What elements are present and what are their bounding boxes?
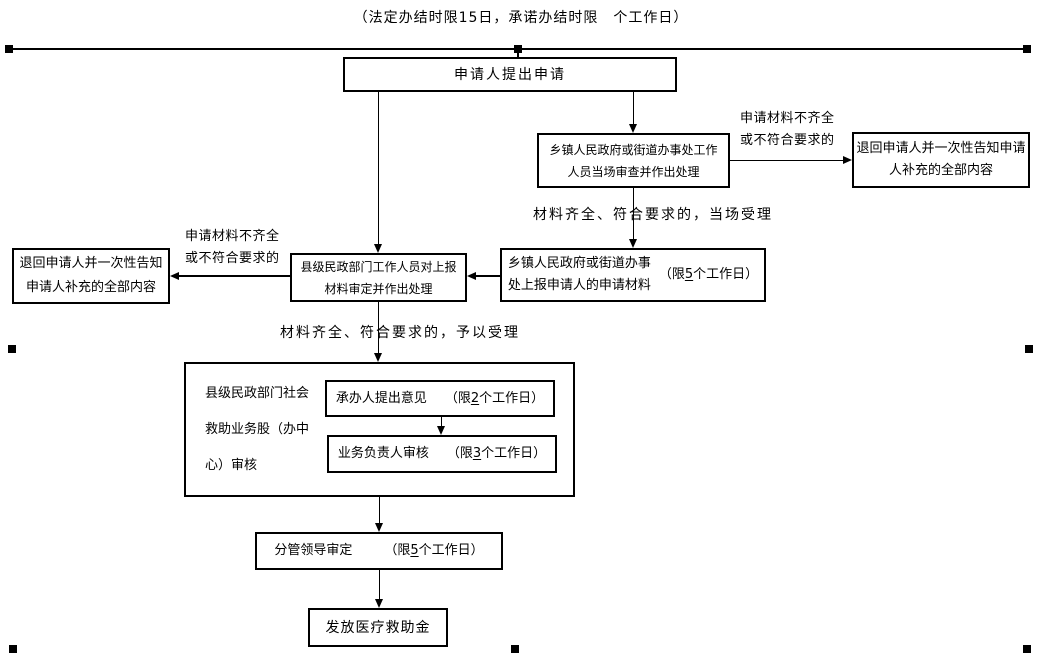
connector-apply-to-county-review (377, 92, 379, 244)
box-undertaker-opinion: 承办人提出意见 （限2个工作日） (325, 380, 555, 417)
box-county-review-text: 县级民政部门工作人员对上报 材料审定并作出处理 (300, 259, 457, 296)
arrowhead-into-audit-section (373, 353, 382, 362)
arrowhead-into-return-right (843, 156, 852, 164)
connector-town-submit-to-county-review (476, 275, 500, 277)
marker-top-right (1023, 45, 1031, 53)
box-town-submit-text: 乡镇人民政府或街道办事 处上报申请人的申请材料 (507, 256, 651, 293)
limit-days-3: 3 (472, 446, 482, 461)
label-complete-onsite: 材料齐全、符合要求的，当场受理 (533, 207, 773, 223)
connector-rule-to-apply (517, 48, 519, 57)
box-town-submit-limit: （限5个工作日） (658, 267, 759, 282)
label-incomplete-right: 申请材料不齐全 或不符合要求的 (740, 111, 835, 148)
box-leader-approval-limit: （限5个工作日） (384, 543, 484, 558)
arrowhead-into-county-review (373, 244, 382, 253)
marker-mid-left (8, 345, 16, 353)
arrowhead-into-town-submit (628, 239, 637, 248)
box-county-audit-section-label: 县级民政部门社会 救助业务股（办中 心）审核 (205, 386, 310, 473)
box-apply: 申请人提出申请 (343, 57, 677, 92)
box-county-review: 县级民政部门工作人员对上报 材料审定并作出处理 (290, 253, 467, 302)
box-grant-payment: 发放医疗救助金 (308, 608, 448, 647)
box-apply-text: 申请人提出申请 (454, 66, 566, 83)
box-manager-audit: 业务负责人审核 （限3个工作日） (327, 435, 557, 473)
box-town-submit: 乡镇人民政府或街道办事 处上报申请人的申请材料 （限5个工作日） (500, 248, 766, 302)
page-title: （法定办结时限15日，承诺办结时限 个工作日） (353, 10, 689, 26)
connector-county-review-to-audit-section (377, 302, 379, 353)
box-return-supplement-left: 退回申请人并一次性告知 申请人补充的全部内容 (12, 248, 170, 304)
box-return-supplement-left-text: 退回申请人并一次性告知 申请人补充的全部内容 (19, 256, 163, 295)
box-return-supplement-right: 退回申请人并一次性告知申请 人补充的全部内容 (852, 132, 1030, 188)
connector-audit-section-to-leader (378, 497, 380, 523)
box-town-onsite-review-text: 乡镇人民政府或街道办事处工作 人员当场审查并作出处理 (549, 142, 718, 179)
connector-county-review-to-return-left (179, 275, 290, 277)
arrowhead-into-town-review (628, 124, 637, 133)
label-complete-accept: 材料齐全、符合要求的，予以受理 (280, 325, 520, 341)
box-grant-payment-text: 发放医疗救助金 (325, 619, 431, 636)
box-undertaker-opinion-limit: （限2个工作日） (444, 390, 545, 406)
arrowhead-into-county-review-right (467, 271, 476, 280)
connector-apply-to-town-review (632, 92, 634, 124)
marker-bottom-right (1023, 645, 1031, 653)
marker-bottom-left (9, 645, 17, 653)
arrowhead-into-grant-payment (374, 599, 383, 608)
limit-days-2: 2 (470, 390, 480, 406)
arrowhead-into-return-left (170, 271, 179, 280)
box-undertaker-opinion-text: 承办人提出意见 (335, 390, 427, 406)
box-leader-approval-text: 分管领导审定 (274, 543, 353, 558)
connector-leader-to-grant (378, 570, 380, 599)
limit-days-5b: 5 (410, 543, 419, 558)
box-town-onsite-review: 乡镇人民政府或街道办事处工作 人员当场审查并作出处理 (537, 133, 730, 188)
box-manager-audit-text: 业务负责人审核 (337, 446, 429, 461)
marker-mid-right (1025, 345, 1033, 353)
connector-town-review-to-town-submit (632, 188, 634, 239)
box-return-supplement-right-text: 退回申请人并一次性告知申请 人补充的全部内容 (856, 141, 1026, 178)
arrowhead-into-manager-audit (436, 426, 445, 435)
label-incomplete-left: 申请材料不齐全 或不符合要求的 (185, 229, 280, 266)
limit-days-5: 5 (684, 267, 694, 282)
connector-town-review-to-return-right (730, 159, 843, 161)
connector-opinion-to-manager-audit (440, 417, 442, 426)
box-leader-approval: 分管领导审定 （限5个工作日） (255, 532, 503, 570)
arrowhead-into-leader-approval (374, 523, 383, 532)
marker-top-left (5, 45, 13, 53)
marker-bottom-center (511, 645, 519, 653)
box-manager-audit-limit: （限3个工作日） (446, 446, 547, 461)
